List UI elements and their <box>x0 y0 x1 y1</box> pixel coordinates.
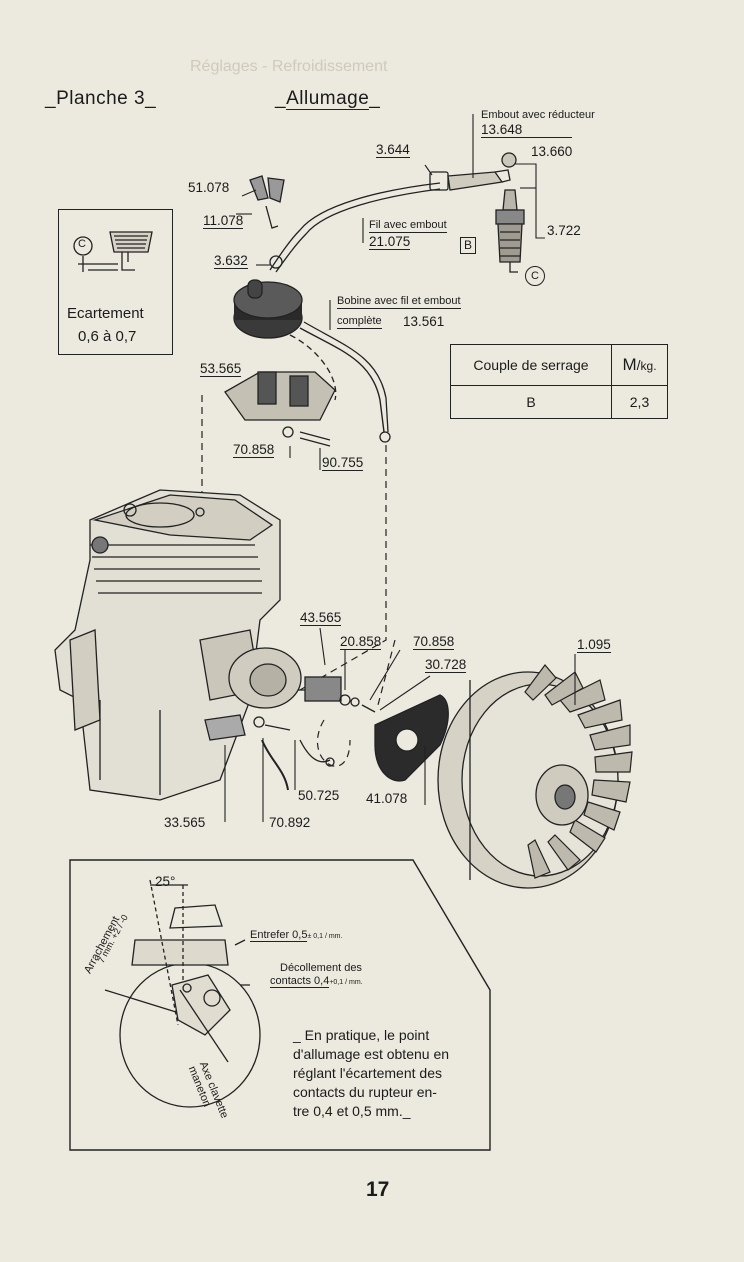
part-20858: 20.858 <box>340 634 382 651</box>
torque-row-key: B <box>450 385 612 419</box>
torque-header-row: Couple de serrage M/kg. <box>450 344 668 386</box>
flywheel <box>437 664 633 889</box>
part-11078: 11.078 <box>203 213 244 230</box>
part-3722: 3.722 <box>547 223 581 238</box>
part-41078: 41.078 <box>366 791 408 806</box>
note-line-1: _ En pratique, le point <box>293 1027 430 1043</box>
torque-table: Couple de serrage M/kg. B 2,3 <box>450 344 668 419</box>
part-33565: 33.565 <box>164 815 206 830</box>
note-line-5: tre 0,4 et 0,5 mm._ <box>293 1103 411 1119</box>
timing-diagram-drawing <box>104 879 261 1108</box>
part-13648: 13.648 <box>481 122 573 139</box>
part-30728: 30.728 <box>425 657 467 674</box>
section-title: _Allumage_ <box>275 88 381 110</box>
marker-c: C <box>525 266 545 286</box>
bobine-label: Bobine avec fil et embout <box>337 295 461 309</box>
spark-plug <box>495 152 525 273</box>
gap-value: 0,6 à 0,7 <box>78 328 137 345</box>
embout-label: Embout avec réducteur <box>481 109 595 121</box>
torque-row: B 2,3 <box>450 385 668 419</box>
part-1095: 1.095 <box>577 637 611 654</box>
entrefer-label: Entrefer 0,5± 0,1 / mm. <box>250 929 343 942</box>
part-70858-b: 70.858 <box>413 634 455 651</box>
part-13660: 13.660 <box>531 144 573 159</box>
note-line-4: contacts du rupteur en- <box>293 1084 437 1100</box>
timing-angle: 25° <box>155 874 176 889</box>
part-70892: 70.892 <box>269 815 311 830</box>
torque-row-value: 2,3 <box>611 385 668 419</box>
part-53565: 53.565 <box>200 361 242 378</box>
spark-gap-inset <box>58 209 173 355</box>
note-line-2: d'allumage est obtenu en <box>293 1046 450 1062</box>
gap-label: Ecartement <box>67 305 144 322</box>
gap-marker-c: C <box>78 238 86 250</box>
bobine-complete-label: complète <box>337 315 382 329</box>
ignition-coil <box>233 279 303 339</box>
page-number: 17 <box>366 1178 390 1201</box>
decollement-value: contacts 0,4+0,1 / mm. <box>270 975 363 988</box>
spark-gap-illustration <box>73 231 153 272</box>
timing-note: _ En pratique, le point d'allumage est o… <box>293 1026 449 1121</box>
part-90755: 90.755 <box>322 455 364 472</box>
bleed-through-text: Réglages - Refroidissement <box>190 58 388 75</box>
part-50725: 50.725 <box>298 788 340 803</box>
fil-label: Fil avec embout <box>369 219 447 233</box>
part-13561: 13.561 <box>403 314 445 329</box>
marker-b: B <box>460 237 476 254</box>
part-21075: 21.075 <box>369 234 411 251</box>
part-43565: 43.565 <box>300 610 342 627</box>
part-3632: 3.632 <box>214 253 248 270</box>
part-3644: 3.644 <box>376 142 410 159</box>
torque-unit: M/kg. <box>611 344 668 386</box>
note-line-3: réglant l'écartement des <box>293 1065 442 1081</box>
part-51078: 51.078 <box>188 180 230 195</box>
plate-title: _Planche 3_ <box>45 88 157 109</box>
part-70858-a: 70.858 <box>233 442 275 459</box>
breaker-assembly <box>224 371 336 421</box>
decollement-label: Décollement des <box>280 962 362 974</box>
